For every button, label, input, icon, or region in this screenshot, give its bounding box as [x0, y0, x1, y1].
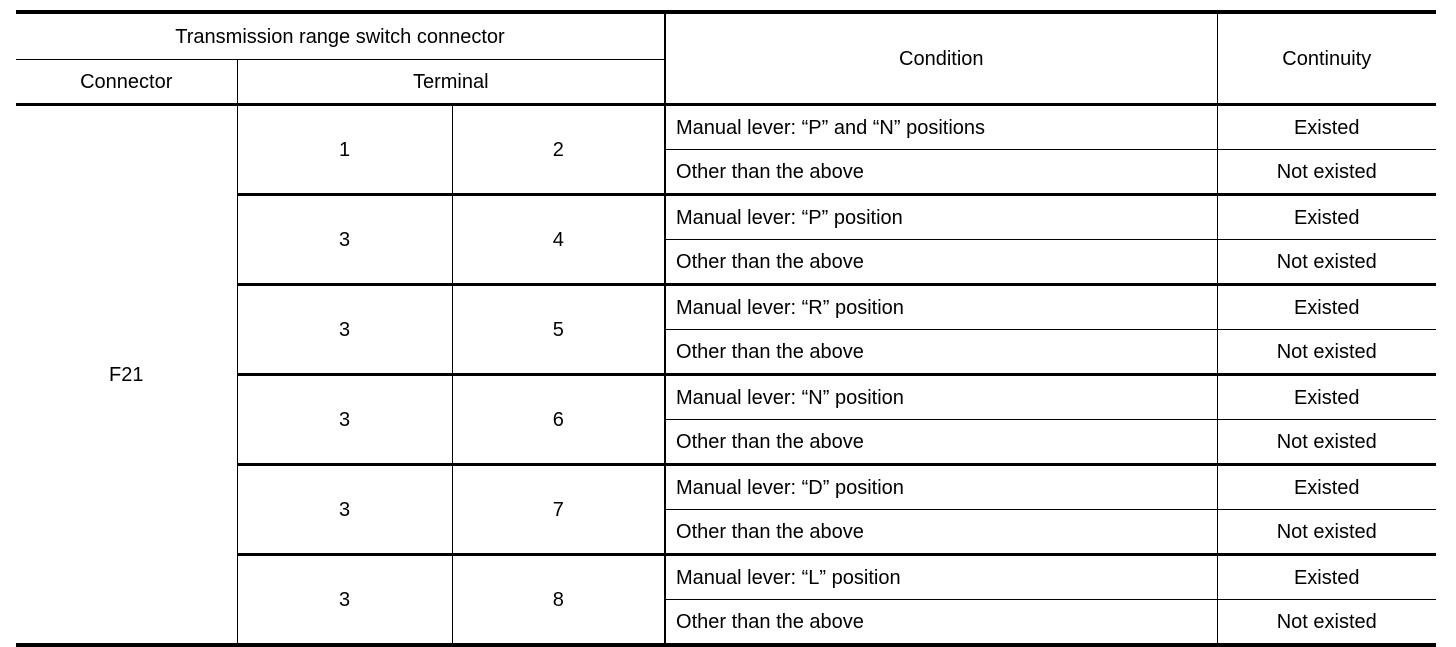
cell-terminal-b: 6: [452, 373, 667, 465]
cell-continuity: Not existed: [1217, 329, 1437, 375]
cell-condition: Manual lever: “P” position: [665, 193, 1218, 240]
cell-condition: Manual lever: “P” and “N” positions: [665, 103, 1218, 150]
cell-terminal-b: 5: [452, 283, 667, 375]
cell-continuity: Existed: [1217, 283, 1437, 330]
cell-terminal-b: 4: [452, 193, 667, 285]
cell-continuity: Existed: [1217, 373, 1437, 420]
cell-continuity: Not existed: [1217, 149, 1437, 195]
cell-terminal-b: 2: [452, 103, 667, 195]
header-row-group: Transmission range switch connector Cond…: [16, 10, 1437, 105]
cell-terminal-a: 3: [237, 283, 453, 375]
table-row: Other than the above Not existed: [16, 509, 1437, 555]
cell-continuity: Existed: [1217, 193, 1437, 240]
cell-condition: Manual lever: “N” position: [665, 373, 1218, 420]
cell-connector-f21: F21: [16, 103, 238, 647]
table-body: F21 1 2 Manual lever: “P” and “N” positi…: [16, 103, 1437, 647]
cell-terminal-b: 7: [452, 463, 667, 555]
cell-condition: Other than the above: [665, 329, 1218, 375]
table-row: Other than the above Not existed: [16, 149, 1437, 195]
table-row: Other than the above Not existed: [16, 419, 1437, 465]
header-transmission-range-switch-connector: Transmission range switch connector: [16, 10, 667, 60]
cell-continuity: Not existed: [1217, 239, 1437, 285]
header-condition: Condition: [665, 10, 1218, 105]
cell-continuity: Existed: [1217, 103, 1437, 150]
table-row: F21 1 2 Manual lever: “P” and “N” positi…: [16, 103, 1437, 647]
cell-condition: Manual lever: “D” position: [665, 463, 1218, 510]
cell-continuity: Not existed: [1217, 509, 1437, 555]
table-row: Other than the above Not existed: [16, 329, 1437, 375]
continuity-inspection-table: Transmission range switch connector Cond…: [16, 10, 1437, 647]
cell-condition: Other than the above: [665, 239, 1218, 285]
cell-terminal-a: 3: [237, 553, 453, 647]
table-row: 3 7 Manual lever: “D” position Existed: [16, 463, 1437, 555]
cell-terminal-b: 8: [452, 553, 667, 647]
header-row-sub: Connector Terminal: [16, 59, 1436, 105]
cell-continuity: Existed: [1217, 463, 1437, 510]
cell-condition: Other than the above: [665, 149, 1218, 195]
cell-condition: Manual lever: “R” position: [665, 283, 1218, 330]
cell-continuity: Not existed: [1217, 419, 1437, 465]
table-row: 3 5 Manual lever: “R” position Existed: [16, 283, 1437, 375]
header-terminal: Terminal: [237, 59, 667, 105]
cell-condition: Other than the above: [665, 509, 1218, 555]
header-connector: Connector: [16, 59, 238, 105]
spec-table-sheet: Transmission range switch connector Cond…: [16, 10, 1437, 647]
cell-condition: Other than the above: [665, 419, 1218, 465]
cell-terminal-a: 3: [237, 193, 453, 285]
table-header: Transmission range switch connector Cond…: [16, 10, 1437, 105]
header-continuity: Continuity: [1217, 10, 1437, 105]
table-row: Other than the above Not existed: [16, 239, 1437, 285]
cell-terminal-a: 3: [237, 463, 453, 555]
cell-continuity: Existed: [1217, 553, 1437, 600]
table-row: 3 4 Manual lever: “P” position Existed: [16, 193, 1437, 285]
cell-terminal-a: 1: [237, 103, 453, 195]
table-row: 3 6 Manual lever: “N” position Existed: [16, 373, 1437, 465]
cell-terminal-a: 3: [237, 373, 453, 465]
table-row: Other than the above Not existed: [16, 599, 1437, 647]
cell-continuity: Not existed: [1217, 599, 1437, 647]
cell-condition: Manual lever: “L” position: [665, 553, 1218, 600]
cell-condition: Other than the above: [665, 599, 1218, 647]
